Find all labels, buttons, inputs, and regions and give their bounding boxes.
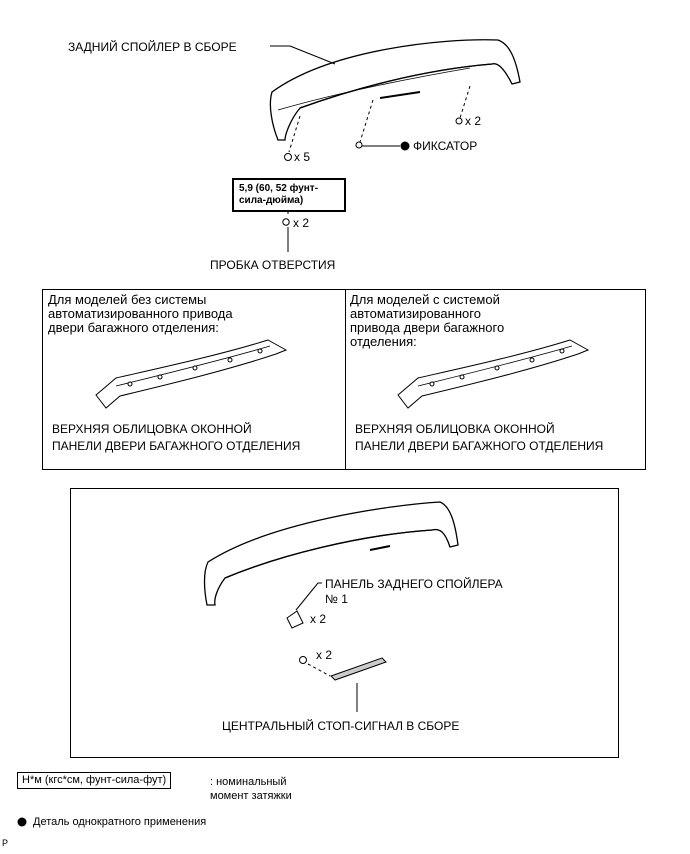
label-spoiler-assembly: ЗАДНИЙ СПОЙЛЕР В СБОРЕ xyxy=(68,40,237,54)
lower-detail-frame xyxy=(70,488,619,758)
panel-right-title: Для моделей с системой автоматизированно… xyxy=(350,293,504,349)
garnish-left xyxy=(95,339,288,409)
panel-left-title-line1: Для моделей без системы xyxy=(48,292,207,307)
figure-code: P xyxy=(2,838,9,848)
panel-right-part-line1: ВЕРХНЯЯ ОБЛИЦОВКА ОКОННОЙ xyxy=(355,422,555,436)
torque-line1: 5,9 (60, 52 фунт- xyxy=(239,183,319,194)
label-x2-plug: x 2 xyxy=(293,216,310,230)
spoiler-panel-no1 xyxy=(286,582,322,629)
panel-left-title-line3: двери багажного отделения: xyxy=(48,320,219,335)
panel-left-part: ВЕРХНЯЯ ОБЛИЦОВКА ОКОННОЙ ПАНЕЛИ ДВЕРИ Б… xyxy=(52,421,300,455)
non-reusable-bullet-icon xyxy=(17,817,27,827)
panel-left-part-line2: ПАНЕЛИ ДВЕРИ БАГАЖНОГО ОТДЕЛЕНИЯ xyxy=(52,439,301,453)
label-spoiler-panel-no1-line2: № 1 xyxy=(325,592,348,606)
label-stop-lamp: ЦЕНТРАЛЬНЫЙ СТОП-СИГНАЛ В СБОРЕ xyxy=(222,719,460,733)
torque-value-box: 5,9 (60, 52 фунт- сила-дюйма) xyxy=(232,178,346,212)
screw-icon xyxy=(299,656,331,677)
label-x5: x 5 xyxy=(294,150,311,164)
label-x2-screw: x 2 xyxy=(316,648,333,662)
label-x2-panel: x 2 xyxy=(310,612,327,626)
nut-icon xyxy=(282,117,463,226)
panel-right-part-line2: ПАНЕЛИ ДВЕРИ БАГАЖНОГО ОТДЕЛЕНИЯ xyxy=(355,439,604,453)
legend-torque-desc: : номинальный момент затяжки xyxy=(210,775,292,803)
rear-spoiler-lower xyxy=(203,501,459,606)
panel-right-part: ВЕРХНЯЯ ОБЛИЦОВКА ОКОННОЙ ПАНЕЛИ ДВЕРИ Б… xyxy=(355,421,603,455)
legend-non-reusable: Деталь однократного применения xyxy=(33,816,207,828)
garnish-right xyxy=(397,339,590,409)
panel-left-part-line1: ВЕРХНЯЯ ОБЛИЦОВКА ОКОННОЙ xyxy=(52,422,252,436)
stop-lamp xyxy=(330,657,387,712)
panel-left-title: Для моделей без системы автоматизированн… xyxy=(48,293,233,335)
panel-right-title-line4: отделения: xyxy=(350,334,417,349)
rear-spoiler-top xyxy=(269,39,521,141)
legend-torque-unit: Н*м (кгс*см, фунт-сила-фут) xyxy=(17,772,172,789)
label-x2-top: x 2 xyxy=(465,114,482,128)
panel-right-title-line3: привода двери багажного xyxy=(350,320,505,335)
clip-icon xyxy=(355,141,410,151)
panel-with-power-door xyxy=(345,289,646,470)
legend-torque-desc-line2: момент затяжки xyxy=(210,790,292,802)
panel-right-title-line1: Для моделей с системой xyxy=(350,292,500,307)
label-hole-plug: ПРОБКА ОТВЕРСТИЯ xyxy=(210,258,336,272)
label-spoiler-panel-no1-line1: ПАНЕЛЬ ЗАДНЕГО СПОЙЛЕРА xyxy=(325,577,503,591)
panel-right-title-line2: автоматизированного xyxy=(350,306,481,321)
label-clip: ФИКСАТОР xyxy=(413,139,478,153)
panel-left-title-line2: автоматизированного привода xyxy=(48,306,233,321)
label-spoiler-panel-no1: ПАНЕЛЬ ЗАДНЕГО СПОЙЛЕРА № 1 xyxy=(325,577,503,607)
torque-line2: сила-дюйма) xyxy=(239,195,304,206)
legend-torque-desc-line1: : номинальный xyxy=(210,776,287,788)
